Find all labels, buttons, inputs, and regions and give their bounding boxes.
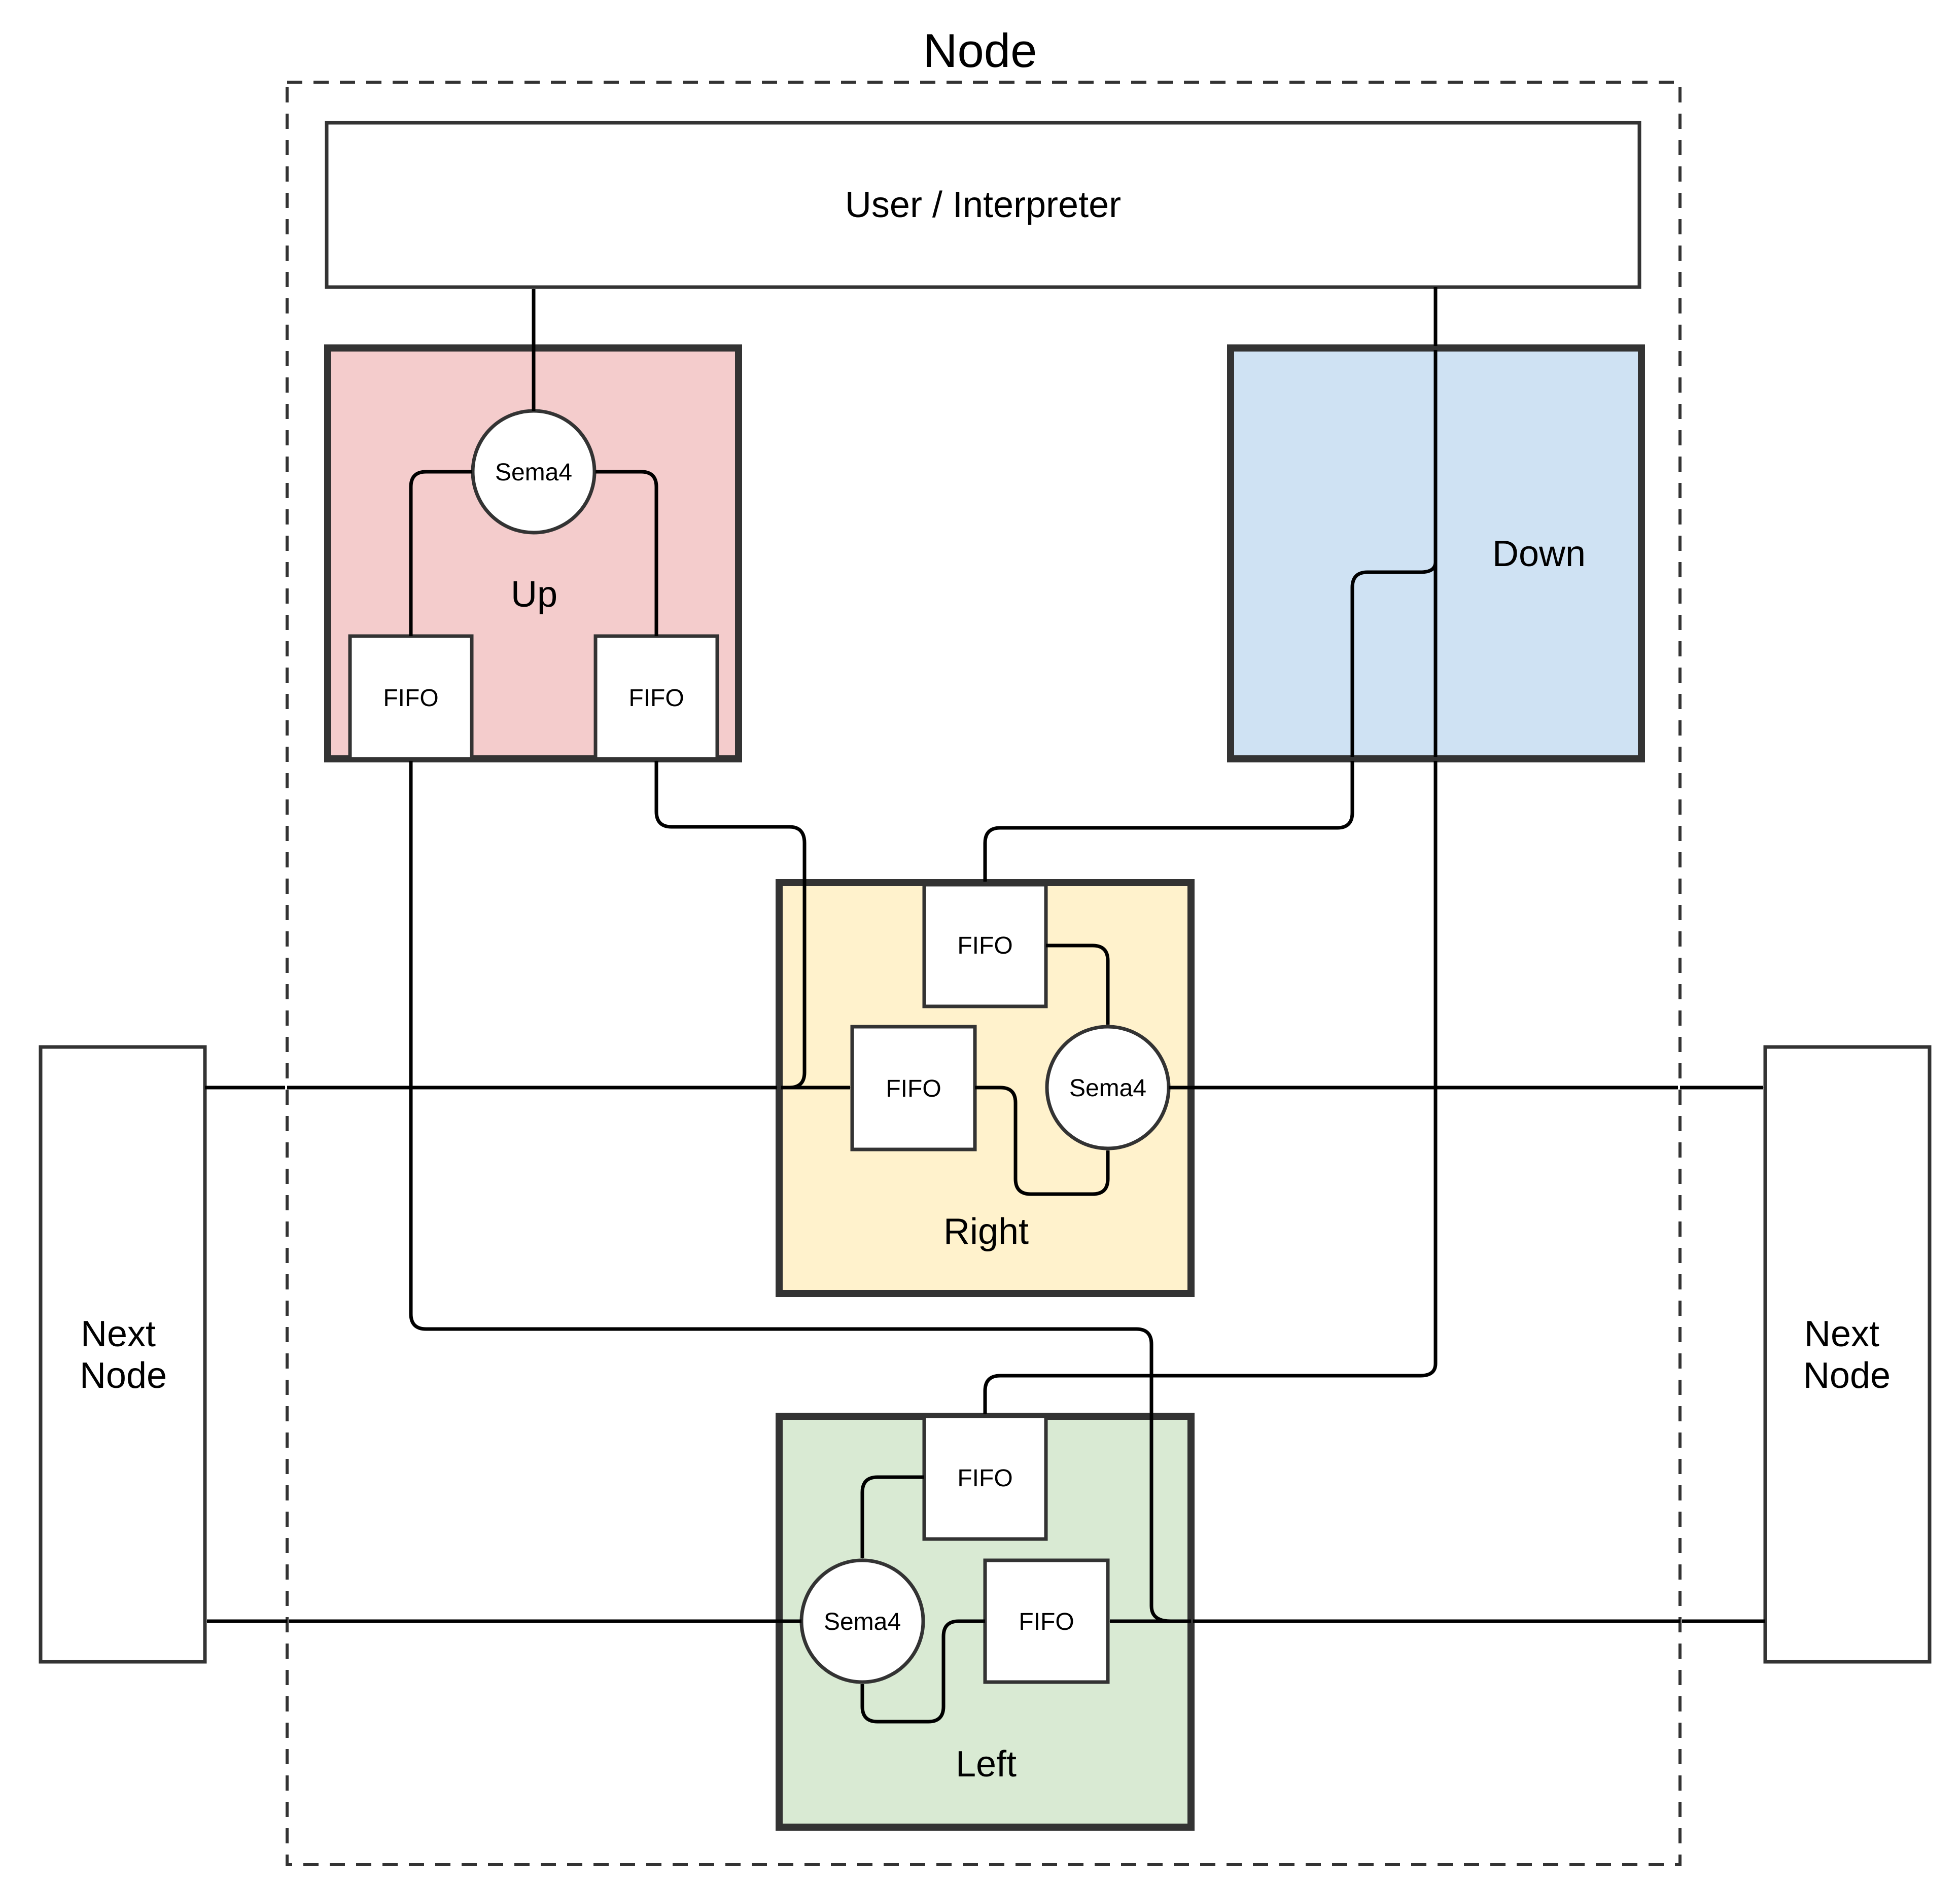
- user-interpreter-label: User / Interpreter: [845, 185, 1121, 225]
- down-branch-arrow: [1350, 562, 1438, 757]
- left-fifo-top: FIFO: [922, 1414, 1048, 1541]
- up-fifo-right: FIFO: [593, 634, 719, 761]
- next-node-right-line2: Node: [1803, 1355, 1891, 1396]
- left-fifo-top-label: FIFO: [957, 1465, 1012, 1492]
- next-node-left-line2: Node: [80, 1355, 167, 1396]
- down-to-right-fifo-arrow: [983, 761, 1354, 882]
- user-interpreter-box: User / Interpreter: [325, 121, 1641, 289]
- down-to-left-fifo-arrow: [983, 761, 1438, 1415]
- next-node-left: Next Node: [39, 1045, 207, 1664]
- down-block-label: Down: [1492, 534, 1586, 574]
- up-sema4: Sema4: [471, 409, 597, 535]
- right-fifo-left-label: FIFO: [886, 1075, 941, 1102]
- node-title: Node: [923, 24, 1037, 77]
- right-sema4-label: Sema4: [1069, 1075, 1146, 1102]
- svg-text:Next Node: Next Node: [80, 1314, 167, 1396]
- right-fifo-top-to-sema4-arrow: [1046, 943, 1110, 1025]
- up-block: Up Sema4 FIFO FIFO: [324, 344, 742, 762]
- right-fifo-top: FIFO: [922, 883, 1048, 1008]
- left-block-label: Left: [956, 1744, 1017, 1785]
- right-sema4: Sema4: [1045, 1025, 1171, 1150]
- up-fifo-right-label: FIFO: [628, 685, 684, 712]
- up-fifo-right-to-sema4-arrow: [595, 470, 658, 636]
- next-node-right: Next Node: [1763, 1045, 1932, 1664]
- up-sema4-label: Sema4: [495, 459, 572, 486]
- up-block-label: Up: [511, 574, 557, 615]
- right-fifo-top-label: FIFO: [957, 932, 1012, 959]
- up-fifo-left-label: FIFO: [383, 685, 438, 712]
- left-input-to-up-fifo-arrow: [409, 760, 1171, 1623]
- svg-text:Next Node: Next Node: [1803, 1314, 1891, 1396]
- left-fifo-right-label: FIFO: [1019, 1609, 1074, 1635]
- left-sema4: Sema4: [799, 1558, 925, 1684]
- left-sema4-label: Sema4: [824, 1609, 901, 1635]
- right-fifo-left: FIFO: [850, 1025, 977, 1151]
- left-fifo-right: FIFO: [983, 1558, 1110, 1684]
- left-block: Left FIFO FIFO Sema4: [776, 1413, 1195, 1831]
- node-boundary: [286, 81, 1682, 1866]
- left-fifo-right-to-sema4-arrow: [860, 1619, 985, 1724]
- left-fifo-top-to-sema4-arrow: [860, 1475, 924, 1559]
- right-input-to-up-fifo-arrow: [654, 760, 807, 1090]
- up-fifo-left-to-sema4-arrow: [409, 470, 472, 636]
- right-block: Right FIFO FIFO Sema4: [776, 879, 1195, 1297]
- up-fifo-left: FIFO: [348, 634, 474, 761]
- next-node-right-line1: Next: [1804, 1314, 1879, 1354]
- right-fifo-left-to-sema4-arrow: [975, 1086, 1110, 1196]
- right-block-label: Right: [943, 1211, 1029, 1252]
- next-node-left-line1: Next: [81, 1314, 156, 1354]
